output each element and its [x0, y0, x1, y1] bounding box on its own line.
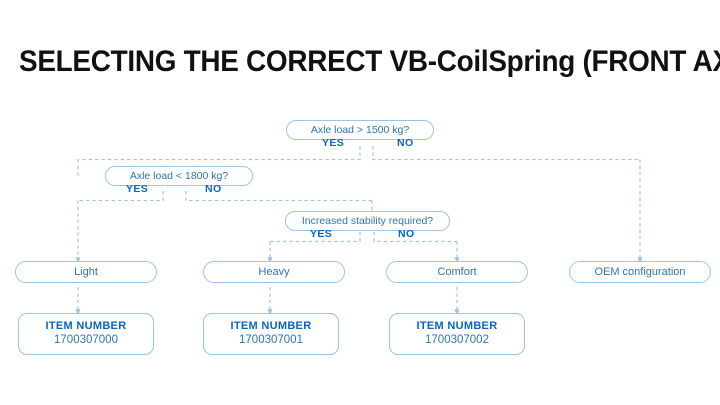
- edge-d1-yes: [78, 146, 361, 161]
- decision-increased-stability[interactable]: Increased stability required?: [285, 211, 450, 231]
- result-comfort[interactable]: Comfort: [386, 261, 528, 283]
- decision-axle-load-1500[interactable]: Axle load > 1500 kg?: [286, 120, 434, 140]
- item-number-box-heavy[interactable]: ITEM NUMBER 1700307001: [203, 313, 339, 355]
- result-light-label: Light: [74, 265, 98, 278]
- edge-d3-no: [373, 232, 457, 243]
- item-number-label-comfort: ITEM NUMBER: [416, 320, 498, 333]
- decision-axle-load-1800-label: Axle load < 1800 kg?: [129, 169, 229, 182]
- decision-increased-stability-label: Increased stability required?: [301, 214, 434, 227]
- decision-axle-load-1800[interactable]: Axle load < 1800 kg?: [105, 166, 253, 186]
- page-title: SELECTING THE CORRECT VB-CoilSpring (FRO…: [19, 45, 720, 78]
- result-light[interactable]: Light: [15, 261, 157, 283]
- branch-label-d2-yes: YES: [126, 183, 149, 195]
- edge-d2-no: [185, 191, 372, 202]
- item-number-value-light: 1700307000: [54, 334, 118, 347]
- item-number-box-comfort[interactable]: ITEM NUMBER 1700307002: [389, 313, 525, 355]
- item-number-box-light[interactable]: ITEM NUMBER 1700307000: [18, 313, 154, 355]
- branch-label-d2-no: NO: [205, 183, 222, 195]
- branch-label-d1-yes: YES: [322, 137, 345, 149]
- result-heavy-label: Heavy: [258, 265, 290, 278]
- decision-axle-load-1500-label: Axle load > 1500 kg?: [310, 123, 410, 136]
- edge-d3-yes: [270, 232, 361, 243]
- branch-label-d3-yes: YES: [310, 228, 333, 240]
- item-number-label-light: ITEM NUMBER: [45, 320, 127, 333]
- item-number-value-comfort: 1700307002: [425, 334, 489, 347]
- item-number-label-heavy: ITEM NUMBER: [230, 320, 312, 333]
- result-comfort-label: Comfort: [437, 265, 477, 278]
- result-oem-configuration-label: OEM configuration: [594, 265, 686, 278]
- result-oem-configuration[interactable]: OEM configuration: [569, 261, 711, 283]
- branch-label-d1-no: NO: [397, 137, 414, 149]
- branch-label-d3-no: NO: [398, 228, 415, 240]
- edge-d1-no: [372, 146, 640, 161]
- result-heavy[interactable]: Heavy: [203, 261, 345, 283]
- edge-d2-yes: [78, 191, 164, 202]
- item-number-value-heavy: 1700307001: [239, 334, 303, 347]
